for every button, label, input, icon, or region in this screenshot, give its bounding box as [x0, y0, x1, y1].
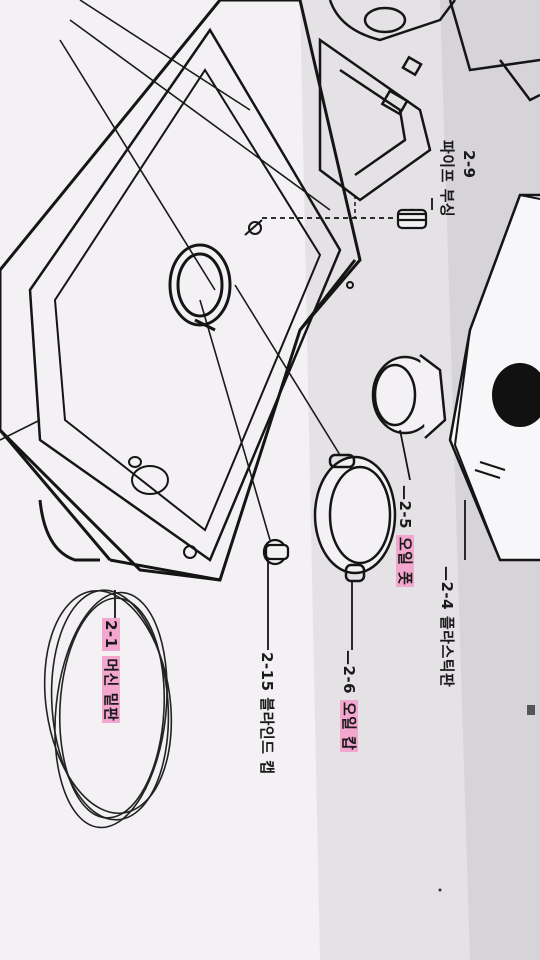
base-holes: [128, 219, 354, 559]
label-machine-base: 2-1 머신 밑판: [101, 618, 122, 724]
plastic-plate-hole: [492, 363, 540, 427]
oil-pot-part: [371, 354, 447, 439]
label-plastic-plate: —2-4 플라스틱판: [438, 566, 456, 688]
machine-base-name-highlight: 머신 밑판: [102, 656, 120, 724]
handdrawn-circle: [43, 589, 173, 829]
pipe-bushing-part: [396, 208, 428, 230]
plastic-plate-slot: [474, 461, 506, 479]
oil-pot-name-highlight: 오일 폿: [396, 534, 414, 588]
label-oil-pot: —2-5 오일 폿: [396, 485, 414, 588]
blind-cap-part: [262, 538, 290, 566]
machine-base-outline: [0, 0, 362, 582]
label-pipe-bushing-number: 2-9: [460, 150, 478, 179]
oil-cap-name-highlight: 오일 캅: [340, 699, 358, 753]
machine-base-highlight: 2-1: [102, 618, 120, 651]
label-pipe-bushing-name: 파이프 부싱: [438, 140, 456, 218]
label-oil-cap: —2-6 오일 캅: [340, 650, 358, 753]
plastic-plate-part: [448, 193, 540, 562]
base-center-ring: [168, 243, 232, 332]
motor-housing: [318, 0, 540, 202]
label-blind-cap: 2-15 블라인드 캡: [258, 652, 276, 775]
page-dot: [438, 888, 442, 892]
base-foot: [38, 499, 100, 562]
part-leaders: [114, 198, 466, 650]
oil-cap-part: [313, 453, 397, 583]
page-mark: [527, 705, 535, 715]
